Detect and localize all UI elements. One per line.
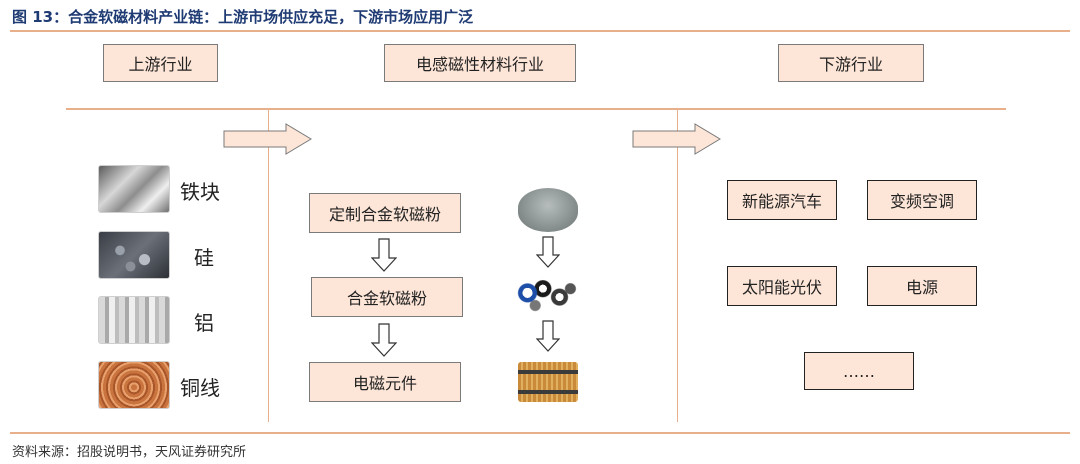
material-silicon-label: 硅 [194,246,214,270]
process-electromagnetic-component: 电磁元件 [309,362,461,402]
application-new-energy-vehicles: 新能源汽车 [727,180,837,220]
image-arrow-1 [536,236,560,268]
header-divider [66,108,1006,110]
column-divider-left [268,110,269,422]
midstream-header: 电感磁性材料行业 [384,44,576,82]
magnetic-cores-image [516,274,580,316]
copper-wire-image [98,361,170,409]
flow-arrow-upstream-to-mid [223,123,312,155]
image-arrow-2 [536,320,560,352]
upstream-header: 上游行业 [103,44,218,82]
column-divider-right [677,110,678,422]
source-note: 资料来源：招股说明书，天风证券研究所 [12,445,247,460]
process-arrow-2 [371,323,397,357]
powder-image [518,188,578,232]
inductor-component-image [518,362,578,402]
application-inverter-air-conditioner: 变频空调 [867,180,977,220]
figure-title: 图 13：合金软磁材料产业链：上游市场供应充足，下游市场应用广泛 [12,8,474,26]
material-aluminum-label: 铝 [194,311,214,335]
material-copper-label: 铜线 [180,376,220,400]
process-custom-powder: 定制合金软磁粉 [309,193,461,233]
process-alloy-powder: 合金软磁粉 [311,277,463,317]
application-power-supply: 电源 [867,266,977,306]
flow-arrow-mid-to-downstream [632,123,721,155]
downstream-header: 下游行业 [778,44,924,82]
aluminum-image [98,296,170,344]
iron-block-image [98,165,170,213]
process-arrow-1 [371,238,397,272]
material-iron-label: 铁块 [180,180,220,204]
top-rule [10,30,1070,32]
application-solar-photovoltaic: 太阳能光伏 [727,266,837,306]
bottom-rule [10,432,1070,434]
silicon-image [98,231,170,279]
application-more: …… [804,352,914,390]
